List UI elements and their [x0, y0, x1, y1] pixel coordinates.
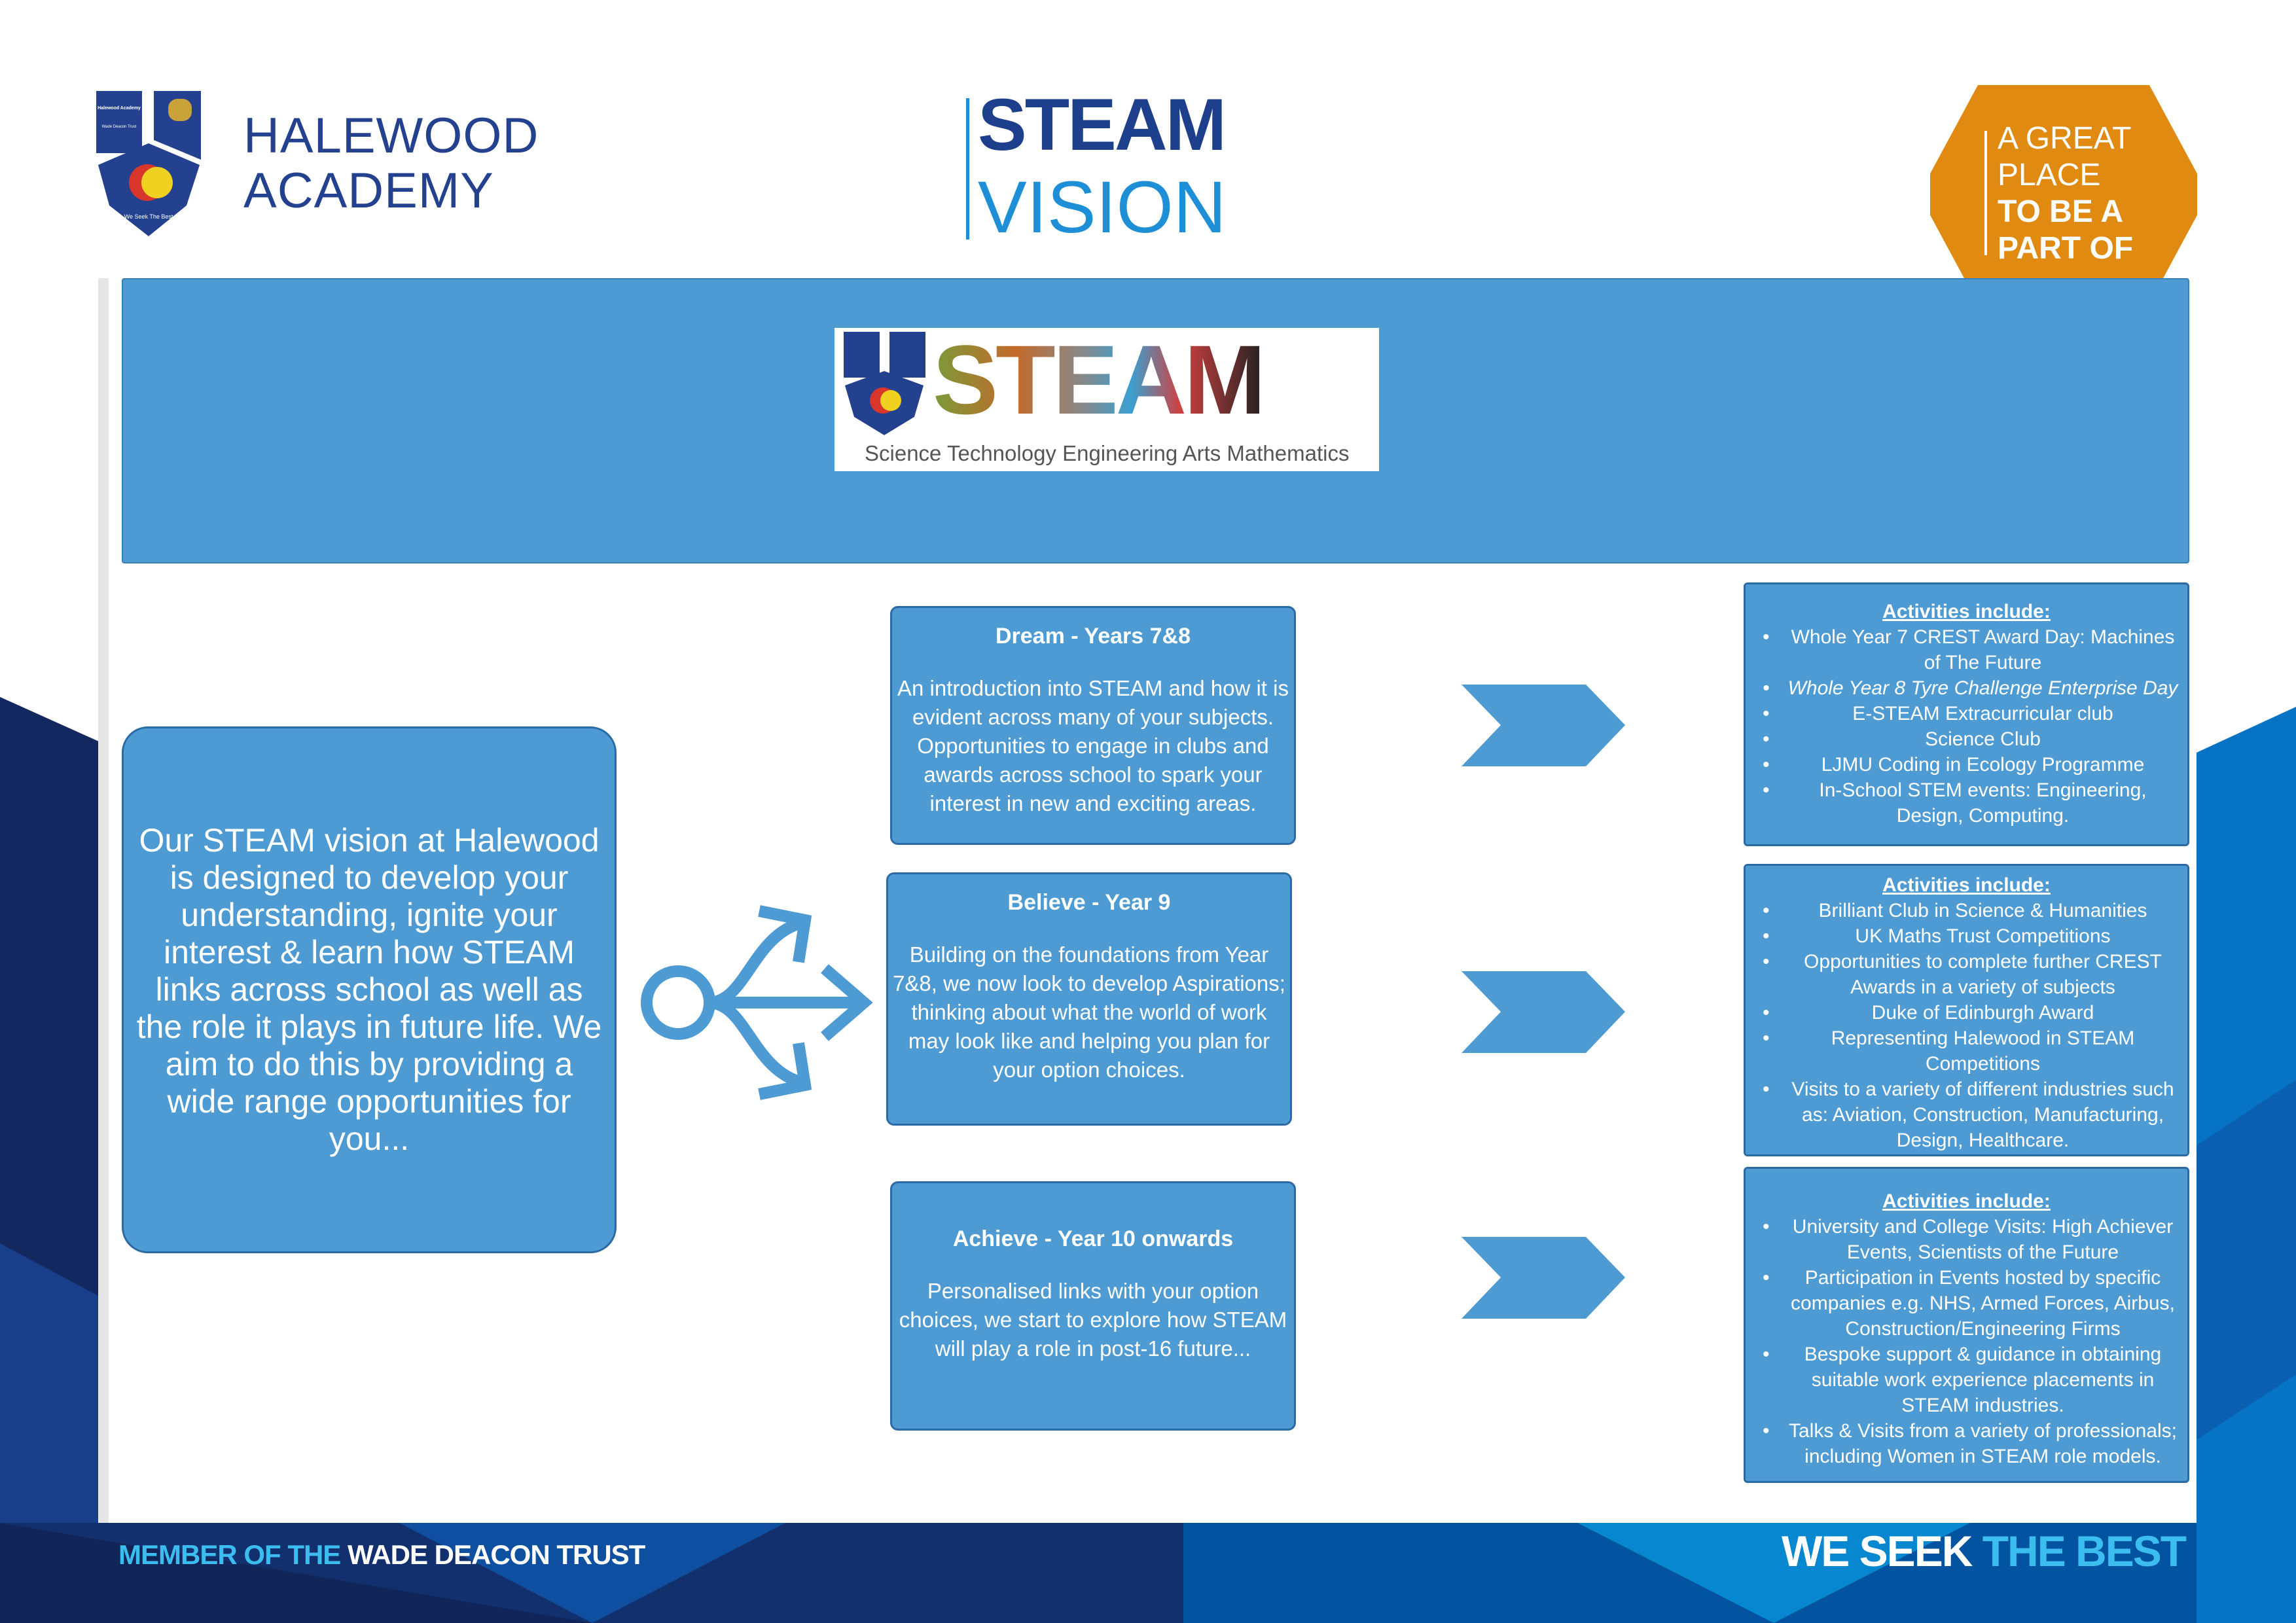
activity-item: University and College Visits: High Achi… [1749, 1214, 2183, 1265]
stage-dream-box: Dream - Years 7&8 An introduction into S… [890, 606, 1296, 845]
activity-item: Science Club [1749, 726, 2183, 752]
stage-achieve-box: Achieve - Year 10 onwards Personalised l… [890, 1181, 1296, 1431]
orange-hexagon-badge [1930, 85, 2197, 304]
activities-list: Whole Year 7 CREST Award Day: Machines o… [1749, 624, 2183, 829]
title-steam: STEAM [978, 84, 1227, 166]
stage-body: An introduction into STEAM and how it is… [897, 676, 1289, 815]
activity-item: Duke of Edinburgh Award [1749, 1000, 2183, 1026]
footer-motto-a: WE SEEK [1782, 1527, 1982, 1575]
activity-item: Talks & Visits from a variety of profess… [1749, 1418, 2183, 1469]
vision-box: Our STEAM vision at Halewood is designed… [122, 726, 617, 1253]
title-vision: VISION [978, 166, 1227, 248]
steam-logo-word: STEAM [933, 328, 1266, 435]
school-crest-logo: Halewood Academy Wade Deacon Trust We Se… [96, 91, 201, 236]
activity-item: Whole Year 7 CREST Award Day: Machines o… [1749, 624, 2183, 675]
branching-arrows-icon [641, 905, 873, 1100]
activities-heading: Activities include: [1882, 1190, 2051, 1212]
badge-text: A GREAT PLACE TO BE A PART OF [1998, 120, 2133, 267]
school-name-line1: HALEWOOD [243, 108, 539, 164]
activity-item: Whole Year 8 Tyre Challenge Enterprise D… [1749, 675, 2183, 701]
activities-heading: Activities include: [1882, 601, 2051, 622]
chevron-arrow-icon [1462, 1237, 1625, 1319]
steam-caption: Science Technology Engineering Arts Math… [865, 441, 1350, 465]
crest-text: Halewood Academy [98, 106, 141, 111]
activity-item: LJMU Coding in Ecology Programme [1749, 752, 2183, 777]
badge-line4: PART OF [1998, 231, 2134, 266]
badge-line1: A GREAT [1998, 121, 2132, 156]
crest-trust: Wade Deacon Trust [102, 125, 137, 129]
activity-item: Participation in Events hosted by specif… [1749, 1265, 2183, 1342]
activities-heading: Activities include: [1882, 874, 2051, 896]
steam-logo-image: STEAM Science Technology Engineering Art… [834, 328, 1379, 471]
chevron-arrow-icon [1462, 971, 1625, 1053]
footer-motto: WE SEEK THE BEST [1782, 1526, 2187, 1576]
vision-text: Our STEAM vision at Halewood is designed… [136, 822, 602, 1157]
activity-item: Opportunities to complete further CREST … [1749, 949, 2183, 1000]
stage-title: Achieve - Year 10 onwards [952, 1226, 1234, 1251]
mini-crest-icon [844, 332, 925, 435]
activity-item: Brilliant Club in Science & Humanities [1749, 898, 2183, 923]
activity-item: E-STEAM Extracurricular club [1749, 701, 2183, 726]
stage-title: Dream - Years 7&8 [995, 624, 1191, 649]
page-title: STEAM VISION [978, 84, 1227, 249]
footer-trust: MEMBER OF THE WADE DEACON TRUST [118, 1539, 645, 1571]
stage-body: Building on the foundations from Year 7&… [893, 942, 1285, 1082]
activity-item: Bespoke support & guidance in obtaining … [1749, 1342, 2183, 1418]
crest-motto: We Seek The Best [124, 213, 173, 220]
activities-list: University and College Visits: High Achi… [1749, 1214, 2183, 1469]
activity-item: Visits to a variety of different industr… [1749, 1077, 2183, 1153]
activities-box-achieve: Activities include: University and Colle… [1744, 1167, 2189, 1483]
footer-trust-name: WADE DEACON TRUST [348, 1539, 645, 1570]
school-name: HALEWOOD ACADEMY [243, 109, 539, 219]
chevron-arrow-icon [1462, 685, 1625, 766]
stage-body: Personalised links with your option choi… [899, 1279, 1287, 1361]
badge-line2: PLACE [1998, 158, 2101, 192]
activities-box-dream: Activities include: Whole Year 7 CREST A… [1744, 582, 2189, 846]
badge-line3: TO BE A [1998, 194, 2124, 229]
stage-believe-box: Believe - Year 9 Building on the foundat… [886, 872, 1292, 1126]
activity-item: UK Maths Trust Competitions [1749, 923, 2183, 949]
activity-item: Representing Halewood in STEAM Competiti… [1749, 1026, 2183, 1077]
stage-title: Believe - Year 9 [1007, 890, 1171, 915]
activity-item: In-School STEM events: Engineering, Desi… [1749, 777, 2183, 829]
activities-box-believe: Activities include: Brilliant Club in Sc… [1744, 864, 2189, 1156]
activities-list: Brilliant Club in Science & Humanities U… [1749, 898, 2183, 1153]
school-name-line2: ACADEMY [243, 163, 494, 219]
title-divider [966, 98, 969, 240]
footer-member-prefix: MEMBER OF THE [118, 1539, 348, 1570]
footer-motto-b: THE BEST [1982, 1527, 2187, 1575]
